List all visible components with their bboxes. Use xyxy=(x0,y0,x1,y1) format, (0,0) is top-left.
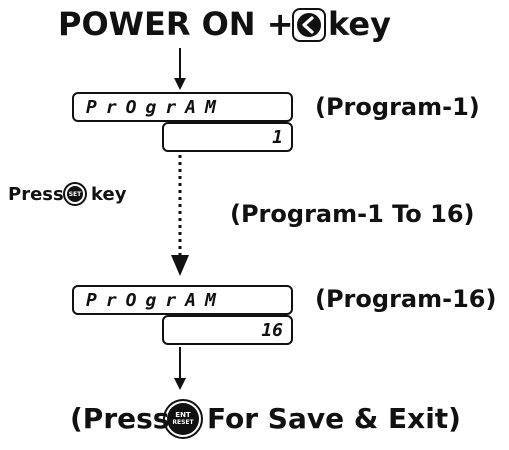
display-top-upper-text: PrOgrAM xyxy=(86,97,225,118)
reset-key-label: RESET xyxy=(172,419,194,426)
display-bottom-caption: (Program-16) xyxy=(315,285,497,313)
set-key-label: SET xyxy=(67,186,83,202)
display-top-lower-panel: 1 xyxy=(162,122,293,152)
arrowhead-bottom xyxy=(174,378,186,390)
arrowhead-middle xyxy=(171,255,189,276)
display-bottom-upper-text: PrOgrAM xyxy=(86,290,225,311)
left-arrow-key-icon xyxy=(292,8,326,42)
ent-reset-key-icon: ENT RESET xyxy=(163,399,203,439)
press-label-suffix: key xyxy=(91,184,127,205)
header-suffix: key xyxy=(328,5,391,43)
footer-suffix: For Save & Exit) xyxy=(207,402,461,435)
display-bottom-lower-panel: 16 xyxy=(162,315,293,345)
press-label-prefix: Press xyxy=(8,184,64,205)
display-top-lower-text: 1 xyxy=(272,127,283,148)
ent-reset-key-face: ENT RESET xyxy=(167,403,199,435)
display-bottom-upper-panel: PrOgrAM xyxy=(72,285,293,315)
display-bottom-lower-text: 16 xyxy=(261,320,283,341)
arrowhead-top xyxy=(174,78,186,90)
display-top-caption: (Program-1) xyxy=(315,93,480,121)
display-top-upper-panel: PrOgrAM xyxy=(72,92,293,122)
range-caption: (Program-1 To 16) xyxy=(230,200,475,228)
chevron-left-icon xyxy=(297,13,321,37)
set-key-icon: SET xyxy=(63,182,87,206)
footer-prefix: (Press xyxy=(70,402,170,435)
ent-key-label: ENT xyxy=(175,411,191,419)
header-prefix: POWER ON + xyxy=(58,5,294,43)
